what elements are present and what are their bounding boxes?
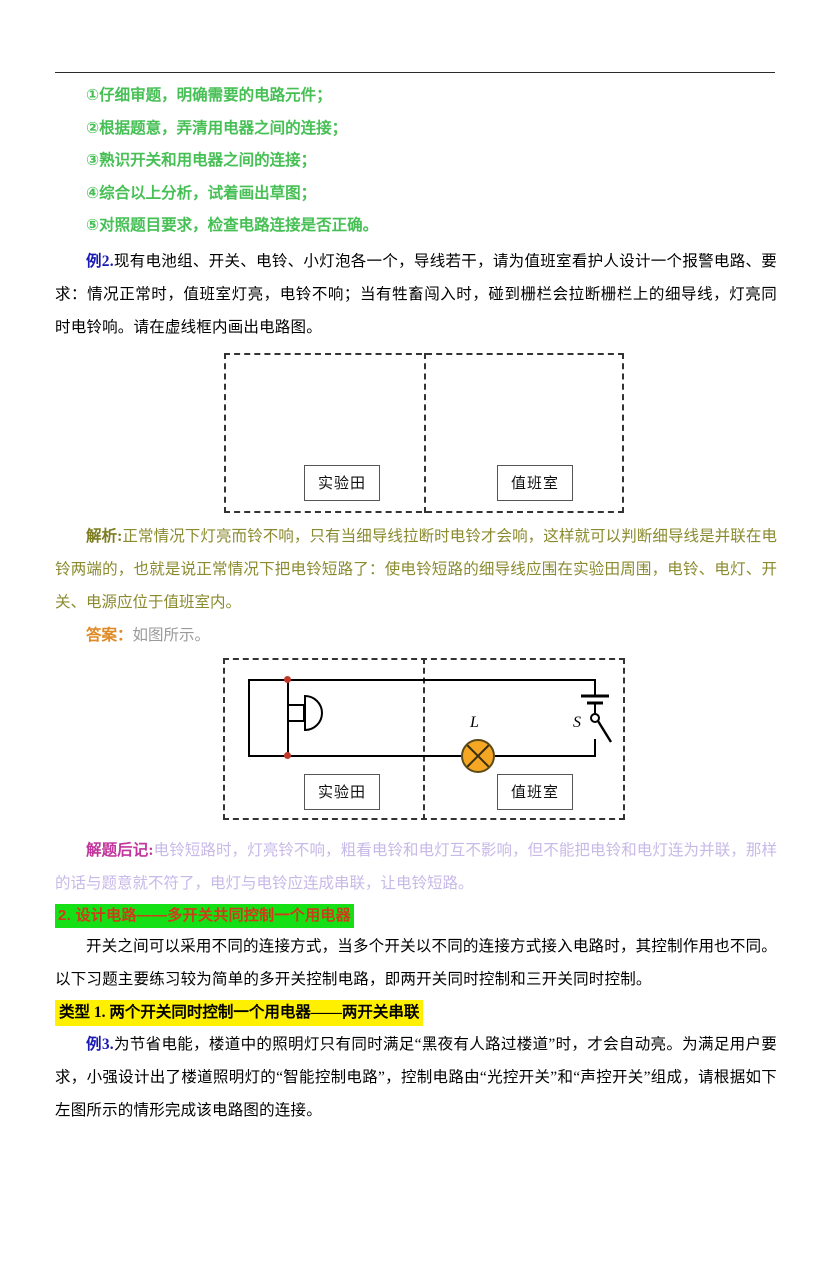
analysis-body: 正常情况下灯亮而铃不响，只有当细导线拉断时电铃才会响，这样就可以判断细导线是并联… — [55, 527, 777, 611]
example3-label: 例 — [86, 1035, 102, 1053]
wire-bottom-horizontal-right — [495, 754, 596, 757]
example2-body: 现有电池组、开关、电铃、小灯泡各一个，导线若干，请为值班室看护人设计一个报警电路… — [55, 252, 778, 336]
wire-top-horizontal — [248, 678, 596, 681]
room-box-experiment-field: 实验田 — [304, 464, 380, 501]
wire-bell-branch-vertical — [287, 678, 289, 757]
dashed-center-divider — [424, 352, 426, 513]
example3-number: 3. — [101, 1035, 114, 1053]
steps-list: ①仔细审题，明确需要的电路元件； ②根据题意，弄清用电器之间的连接； ③熟识开关… — [55, 80, 777, 243]
step-item-2: ②根据题意，弄清用电器之间的连接； — [86, 119, 348, 137]
junction-node-top — [284, 675, 291, 683]
lamp-label: L — [470, 713, 479, 731]
step-item-5: ⑤对照题目要求，检查电路连接是否正确。 — [86, 217, 379, 234]
wire-bell-lead-upper — [287, 703, 305, 706]
switch-label: S — [573, 713, 581, 731]
circuit-dashed-center-divider — [423, 657, 425, 820]
example3-body: 为节省电能，楼道中的照明灯只有同时满足“黑夜有人路过楼道”时，才会自动亮。为满足… — [55, 1035, 777, 1119]
postscript-body: 电铃短路时，灯亮铃不响，粗看电铃和电灯互不影响，但不能把电铃和电灯连为并联，那样… — [55, 841, 777, 892]
junction-node-bottom — [284, 751, 291, 759]
analysis-paragraph: 解析:正常情况下灯亮而铃不响，只有当细导线拉断时电铃才会响，这样就可以判断细导线… — [55, 520, 777, 619]
step-item-1: ①仔细审题，明确需要的电路元件； — [86, 87, 332, 104]
room-box-duty-room: 值班室 — [497, 464, 573, 501]
document-content: ①仔细审题，明确需要的电路元件； ②根据题意，弄清用电器之间的连接； ③熟识开关… — [55, 80, 777, 1127]
circuit-room-label-experiment-field: 实验田 — [317, 785, 366, 801]
wire-right-vertical-lower — [594, 738, 596, 757]
example3-paragraph: 例3.为节省电能，楼道中的照明灯只有同时满足“黑夜有人路过楼道”时，才会自动亮。… — [55, 1028, 777, 1127]
answer-label: 答案： — [86, 626, 133, 644]
wire-bell-lead-connector — [303, 703, 305, 722]
circuit-room-label-duty-room: 值班室 — [510, 785, 559, 801]
section2-heading-row: 2. 设计电路——多开关共同控制一个用电器 — [55, 903, 777, 928]
example2-number: 2. — [101, 252, 114, 270]
wire-bottom-horizontal-left — [248, 754, 462, 757]
header-divider-rule — [55, 72, 775, 73]
answer-value: 如图所示。 — [132, 626, 211, 644]
step-item-4: ④综合以上分析，试着画出草图； — [86, 184, 317, 202]
room-label-experiment-field: 实验田 — [317, 476, 366, 492]
postscript-paragraph: 解题后记:电铃短路时，灯亮铃不响，粗看电铃和电灯互不影响，但不能把电铃和电灯连为… — [55, 834, 777, 900]
example2-paragraph: 例2.现有电池组、开关、电铃、小灯泡各一个，导线若干，请为值班室看护人设计一个报… — [55, 245, 777, 344]
wire-right-vertical-upper — [594, 678, 596, 695]
step-item-3: ③熟识开关和用电器之间的连接； — [86, 152, 317, 169]
section2-paragraph: 开关之间可以采用不同的连接方式，当多个开关以不同的连接方式接入电路时，其控制作用… — [55, 937, 777, 988]
figure-blank-frame: 实验田 值班室 — [55, 350, 777, 520]
circuit-room-box-duty-room: 值班室 — [497, 773, 573, 810]
room-label-duty-room: 值班室 — [510, 476, 559, 492]
wire-left-vertical — [248, 678, 250, 757]
type1-heading-row: 类型 1. 两个开关同时控制一个用电器——两开关串联 — [55, 999, 777, 1026]
wire-bell-lead-lower — [287, 719, 305, 722]
example2-label: 例 — [86, 252, 102, 270]
circuit-room-box-experiment-field: 实验田 — [304, 773, 380, 810]
type1-heading: 类型 1. 两个开关同时控制一个用电器——两开关串联 — [55, 999, 424, 1026]
section2-heading: 2. 设计电路——多开关共同控制一个用电器 — [55, 903, 354, 928]
postscript-label: 解题后记: — [86, 841, 154, 859]
analysis-label: 解析: — [86, 527, 123, 545]
answer-paragraph: 答案：如图所示。 — [55, 619, 777, 652]
lamp-icon — [461, 738, 495, 773]
figure-answer-circuit: L S 实验田 值班室 — [55, 656, 777, 834]
